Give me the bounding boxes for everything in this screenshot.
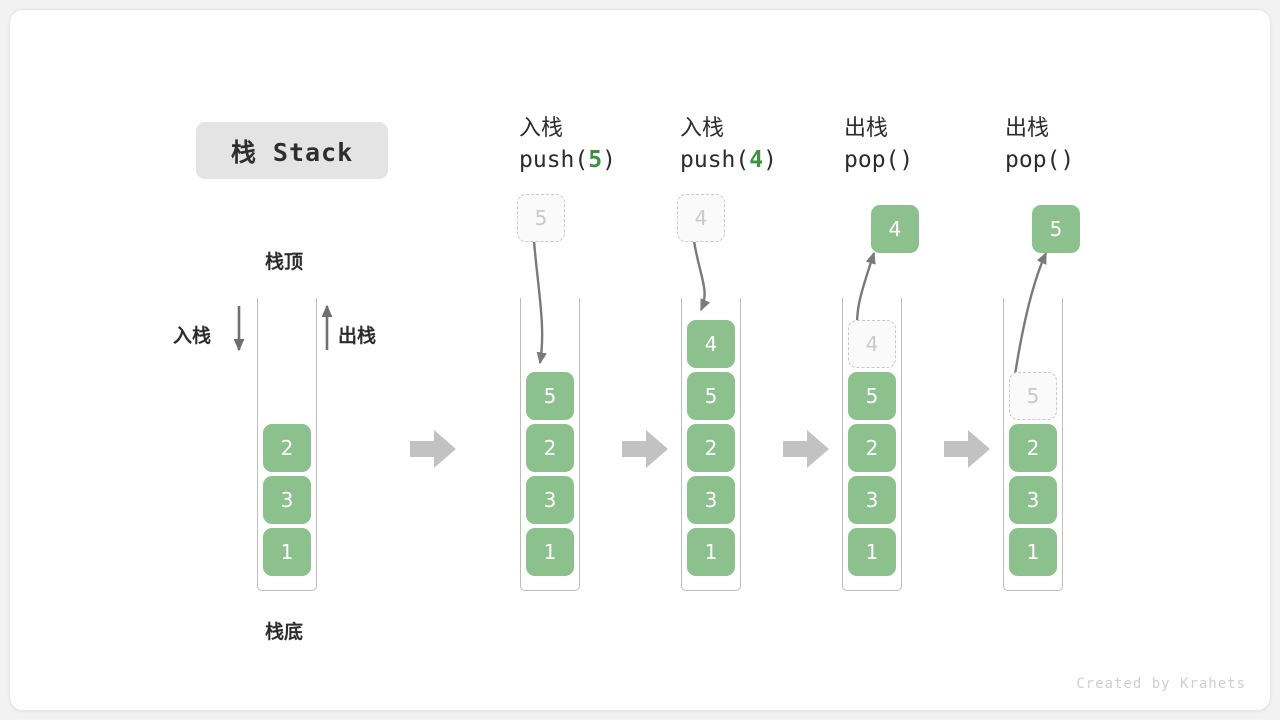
transition-arrow-4	[944, 430, 990, 468]
code-suffix: )	[602, 147, 616, 173]
step-op-cn: 出栈	[1005, 116, 1050, 141]
step-op-code: push(4)	[680, 144, 880, 176]
stack-top-label: 栈顶	[265, 251, 304, 273]
stack-block: 4	[687, 320, 735, 368]
stack-block: 5	[526, 372, 574, 420]
stack-block: 3	[1009, 476, 1057, 524]
code-arg: 5	[588, 147, 603, 173]
pop-side-label: 出栈	[338, 325, 377, 347]
code-suffix: )	[899, 147, 914, 173]
stack-container-initial	[257, 298, 317, 591]
diagram-card: 栈 Stack 栈顶 栈底 入栈 出栈 2 3 1 入栈 push(5) 5 5…	[9, 9, 1271, 711]
floating-block-ghost: 5	[517, 194, 565, 242]
code-suffix: )	[1060, 147, 1075, 173]
stack-block: 2	[263, 424, 311, 472]
stack-container-pop-2	[1003, 298, 1063, 591]
stack-block: 1	[526, 528, 574, 576]
code-prefix: push(	[680, 147, 750, 173]
code-arg: 4	[749, 147, 764, 173]
stack-block: 2	[526, 424, 574, 472]
stack-block-removed-ghost: 5	[1009, 372, 1057, 420]
transition-arrow-1	[410, 430, 456, 468]
step-header-pop-2: 出栈 pop()	[1005, 114, 1205, 176]
code-suffix: )	[763, 147, 777, 173]
stack-block: 2	[1009, 424, 1057, 472]
floating-block-popped: 5	[1032, 205, 1080, 253]
stack-block: 1	[687, 528, 735, 576]
stack-container-push-5	[520, 298, 580, 591]
stack-block: 5	[848, 372, 896, 420]
stack-block: 2	[848, 424, 896, 472]
step-header-push-4: 入栈 push(4)	[680, 114, 880, 176]
push-side-label: 入栈	[173, 325, 212, 347]
step-op-code: pop()	[844, 144, 1044, 176]
step-header-pop-1: 出栈 pop()	[844, 114, 1044, 176]
stack-block: 3	[848, 476, 896, 524]
transition-arrow-3	[783, 430, 829, 468]
code-prefix: pop(	[844, 147, 900, 173]
stack-bottom-label: 栈底	[265, 621, 304, 643]
transition-arrow-2	[622, 430, 668, 468]
stack-container-push-4	[681, 298, 741, 591]
step-op-code: push(5)	[519, 144, 719, 176]
credit-text: Created by Krahets	[1076, 676, 1246, 692]
stack-block: 3	[263, 476, 311, 524]
step-op-cn: 入栈	[680, 116, 725, 141]
stack-block: 3	[687, 476, 735, 524]
step-op-code: pop()	[1005, 144, 1205, 176]
step-op-cn: 入栈	[519, 116, 564, 141]
floating-block-popped: 4	[871, 205, 919, 253]
step-header-push-5: 入栈 push(5)	[519, 114, 719, 176]
step-op-cn: 出栈	[844, 116, 889, 141]
stack-block: 1	[1009, 528, 1057, 576]
floating-block-ghost: 4	[677, 194, 725, 242]
stack-block: 3	[526, 476, 574, 524]
code-prefix: pop(	[1005, 147, 1061, 173]
stack-block: 5	[687, 372, 735, 420]
stack-block: 1	[263, 528, 311, 576]
stack-block: 1	[848, 528, 896, 576]
stack-container-pop-1	[842, 298, 902, 591]
code-prefix: push(	[519, 147, 589, 173]
stack-block-removed-ghost: 4	[848, 320, 896, 368]
stack-block: 2	[687, 424, 735, 472]
page-title: 栈 Stack	[196, 122, 388, 179]
